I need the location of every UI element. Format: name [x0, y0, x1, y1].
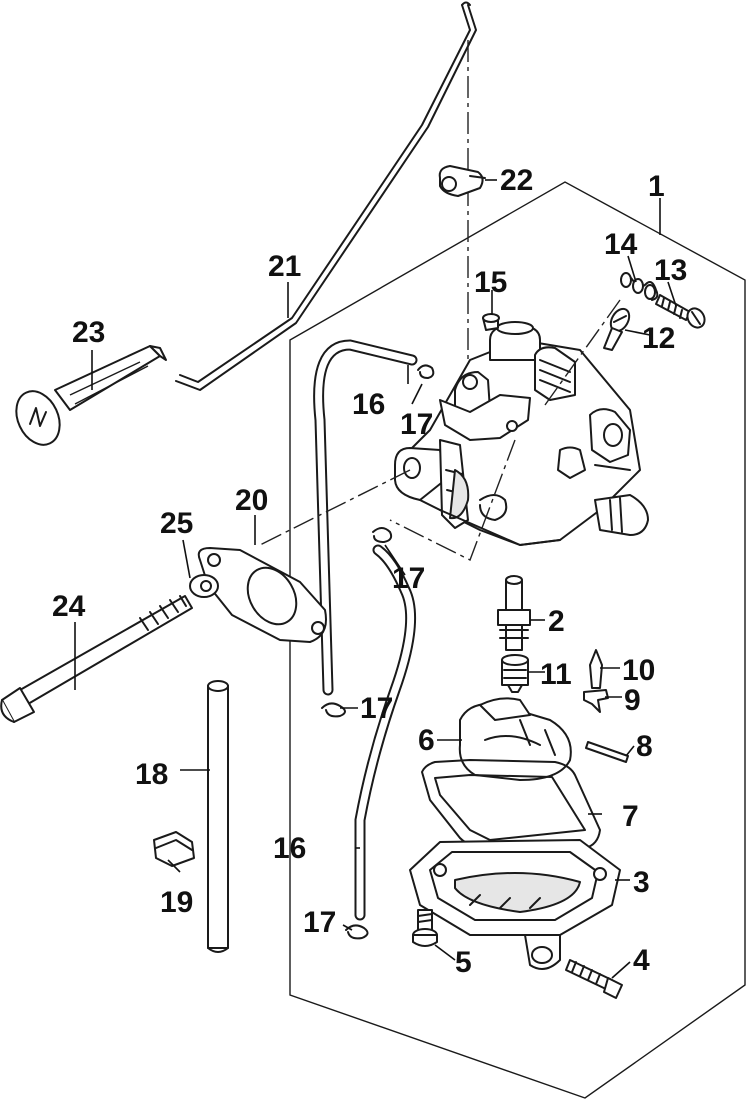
callout-14: 14: [604, 228, 638, 261]
callout-17-upper: 17: [400, 408, 433, 441]
clip-19: [153, 831, 195, 867]
callout-15: 15: [474, 266, 507, 299]
callout-20: 20: [235, 484, 268, 517]
callout-leaders: [74, 179, 677, 979]
callout-7: 7: [622, 800, 639, 833]
float-chamber-3: [409, 839, 621, 970]
callout-4: 4: [633, 944, 650, 977]
choke-rod-21: [175, 1, 477, 391]
screw-5: [412, 909, 438, 947]
washer-25: [189, 574, 219, 598]
bolt-24: [0, 595, 193, 723]
callout-2: 2: [548, 605, 565, 638]
float-pin-8: [585, 741, 629, 763]
callout-16-upper: 16: [352, 388, 385, 421]
callout-8: 8: [636, 730, 653, 763]
screw-15: [482, 313, 500, 331]
rod-clip-22: [438, 165, 486, 197]
screw-13: [655, 294, 706, 329]
callout-9: 9: [624, 684, 641, 717]
drain-screw-4: [565, 959, 623, 999]
callout-17-middle: 17: [392, 562, 425, 595]
callout-1: 1: [648, 170, 665, 203]
callout-17-hose-end: 17: [360, 692, 393, 725]
callout-21: 21: [268, 250, 301, 283]
choke-knob-23: [15, 345, 167, 446]
callout-25: 25: [160, 507, 193, 540]
callout-23: 23: [72, 316, 105, 349]
callout-13: 13: [654, 254, 687, 287]
needle-valve-10: [589, 649, 603, 689]
assembly-outline: [289, 181, 746, 1099]
hose-clip-17-d: [417, 364, 435, 379]
spring-14: [620, 272, 659, 301]
pipe-18: [207, 680, 229, 953]
hose-clip-17-a: [321, 702, 346, 718]
callout-24: 24: [52, 590, 86, 623]
callout-10: 10: [622, 654, 655, 687]
carburetor-body-1: [394, 321, 649, 546]
callout-6: 6: [418, 724, 435, 757]
callout-11: 11: [540, 658, 572, 691]
hose-clip-17-c: [372, 527, 393, 543]
callout-22: 22: [500, 164, 533, 197]
clip-9: [583, 689, 609, 713]
fuel-hose-16-upper: [313, 339, 418, 696]
main-jet-11: [501, 654, 529, 693]
nozzle-2: [497, 575, 531, 651]
callout-5: 5: [455, 946, 472, 979]
fuel-hose-16-lower: [354, 544, 417, 921]
callout-3: 3: [633, 866, 650, 899]
screw-12: [603, 307, 631, 351]
gasket-20: [197, 547, 327, 643]
callout-19: 19: [160, 886, 193, 919]
callout-12: 12: [642, 322, 675, 355]
hose-clip-17-b: [345, 924, 369, 940]
callout-18: 18: [135, 758, 168, 791]
callout-17-lower: 17: [303, 906, 336, 939]
float-6: [458, 697, 572, 781]
callout-16-lower: 16: [273, 832, 306, 865]
